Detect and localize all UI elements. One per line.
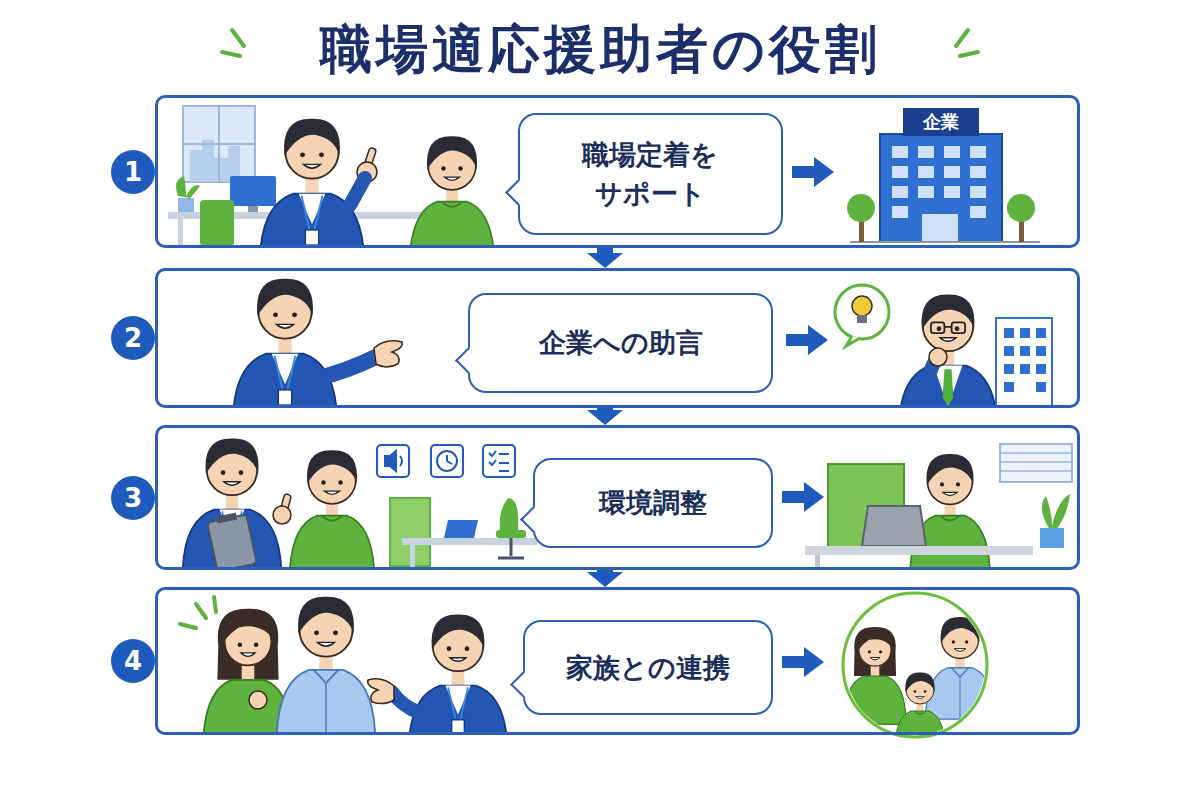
step-number: 2 xyxy=(111,316,155,360)
step-number: 4 xyxy=(111,639,155,683)
role-band: 4家族との連携 xyxy=(155,587,1080,735)
speech-bubble: 環境調整 xyxy=(533,458,773,548)
role-band: 2企業への助言 xyxy=(155,268,1080,408)
speech-bubble: 職場定着を サポート xyxy=(518,113,783,235)
row-arrow xyxy=(782,647,824,677)
flow-arrow xyxy=(587,408,623,425)
row2-illustration xyxy=(233,279,1052,406)
bubble-text: 家族との連携 xyxy=(566,648,730,687)
bubble-text: 企業への助言 xyxy=(539,323,703,362)
flow-arrow xyxy=(587,570,623,587)
step-number: 1 xyxy=(111,150,155,194)
row3-illustration xyxy=(183,438,1073,568)
bubble-text: 環境調整 xyxy=(599,483,707,522)
flow-arrow xyxy=(587,248,623,268)
sign-label: 企業 xyxy=(903,108,979,136)
step-number: 3 xyxy=(111,476,155,520)
diagram-title: 職場適応援助者の役割 xyxy=(0,18,1200,80)
bubble-text: 職場定着を サポート xyxy=(567,135,734,213)
family-circle xyxy=(843,593,994,750)
row-arrow xyxy=(782,482,824,512)
row4-illustration xyxy=(180,597,508,733)
company-building xyxy=(847,108,1040,242)
speech-bubble: 企業への助言 xyxy=(468,293,773,393)
environment-icons xyxy=(377,445,515,477)
row-arrow xyxy=(786,325,828,355)
speech-bubble: 家族との連携 xyxy=(523,620,773,715)
row1-illustration xyxy=(168,106,495,246)
role-band: 3環境調整 xyxy=(155,425,1080,570)
row-arrow xyxy=(792,157,834,187)
